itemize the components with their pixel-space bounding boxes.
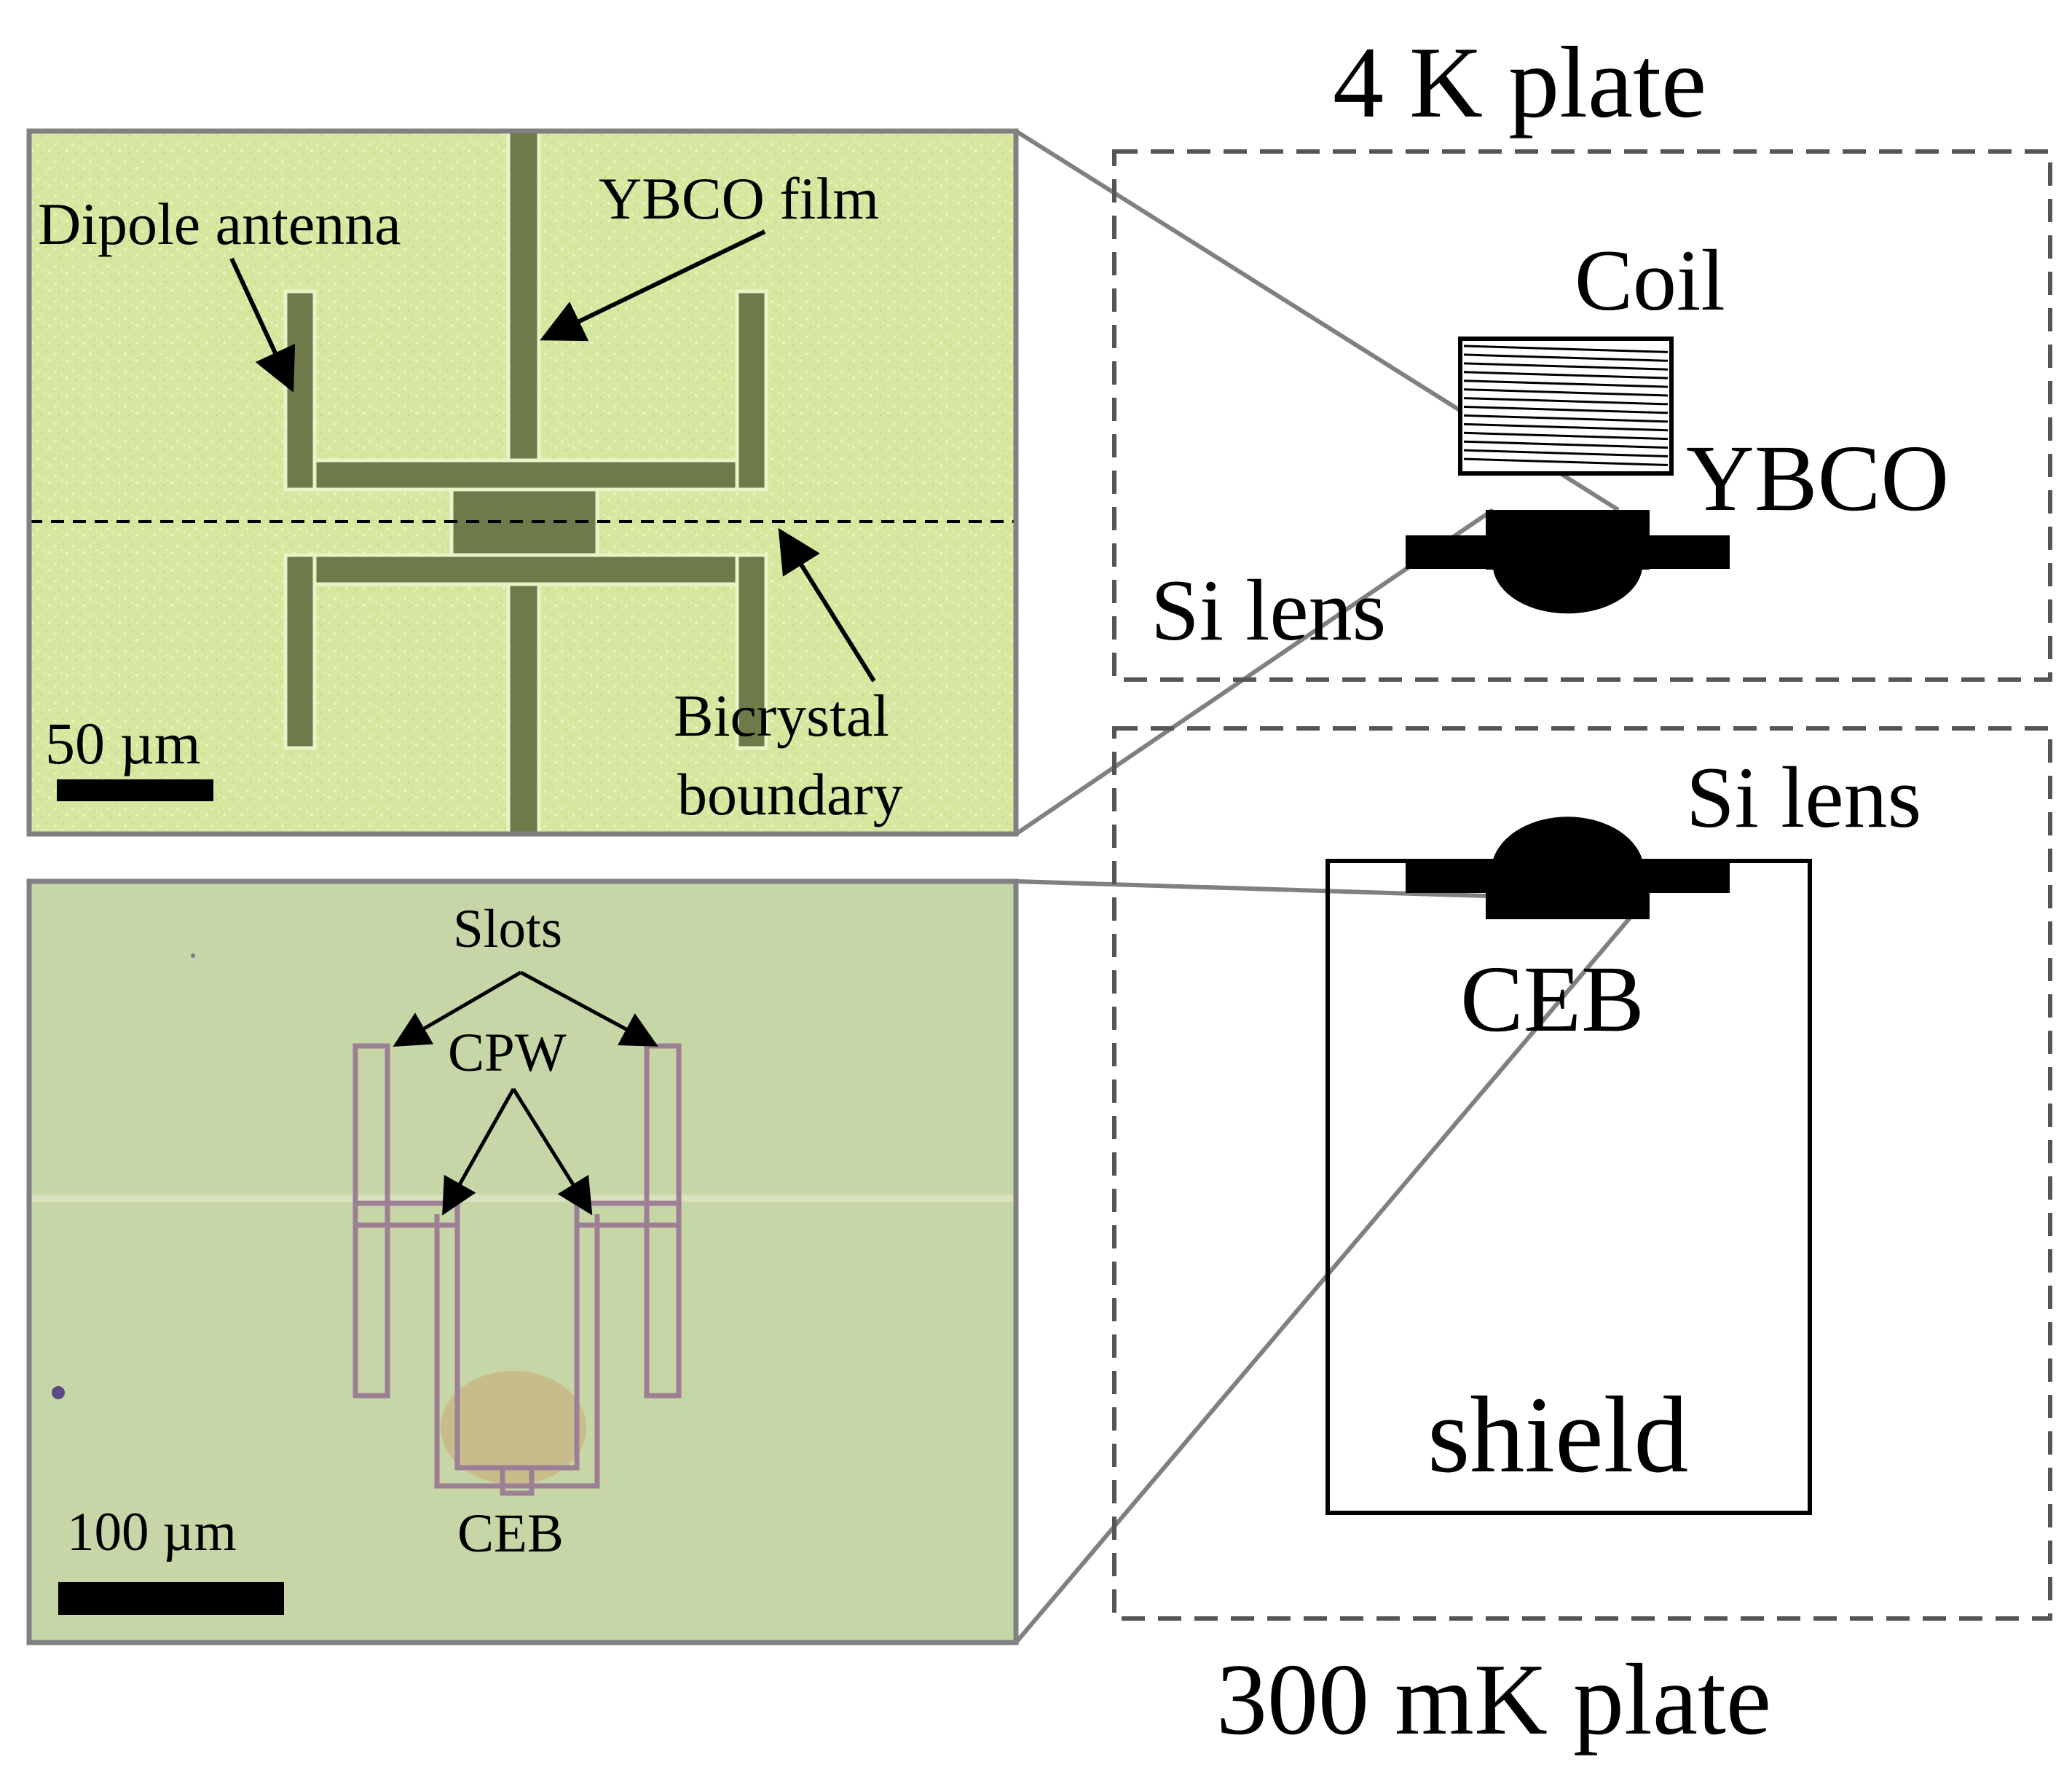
coil-winding — [1463, 379, 1669, 388]
coil-winding — [1463, 431, 1669, 441]
top-micrograph-frame — [26, 128, 1019, 837]
scale-bar-50um — [57, 779, 213, 801]
si-lens-bottom-shape — [1406, 817, 1730, 919]
coil-winding — [1463, 345, 1669, 353]
coil-winding — [1463, 353, 1669, 362]
cpw-arrow-left — [442, 1087, 516, 1216]
scale-bar-100um-label: 100 µm — [67, 1502, 237, 1562]
slots-arrow-right — [519, 970, 658, 1047]
slots-label: Slots — [453, 899, 562, 959]
cpw-arrow-right — [511, 1087, 593, 1216]
ceb-micrograph-label: CEB — [457, 1503, 564, 1564]
scale-bar-50um-label: 50 µm — [45, 710, 201, 776]
ybco-film-arrow — [540, 229, 766, 342]
coil-shape — [1458, 337, 1674, 476]
bottom-micrograph-background — [29, 881, 1016, 1643]
coil-winding — [1463, 362, 1669, 371]
cryostat-schematic: 4 K plate Coil YBCO Si lens 300 mK plate… — [1112, 26, 2052, 1756]
bottom-micrograph-frame — [26, 878, 1019, 1645]
ybco-label: YBCO — [1686, 426, 1949, 531]
plate-4k-label: 4 K plate — [1333, 26, 1706, 139]
si-lens-top-label: Si lens — [1151, 562, 1386, 658]
coil-winding — [1463, 422, 1669, 432]
dipole-antenna-label: Dipole antenna — [38, 191, 401, 257]
cpw-label: CPW — [448, 1023, 567, 1083]
shield-label: shield — [1427, 1374, 1688, 1495]
connector-bottom-upper — [1015, 879, 1486, 898]
slot-antenna-pattern — [352, 1043, 682, 1496]
coil-label: Coil — [1575, 232, 1725, 329]
ceb-diagram-label: CEB — [1460, 947, 1644, 1052]
slot-antenna-micrograph: Slots CPW CEB 100 µm — [26, 878, 1019, 1645]
ybco-film-label: YBCO film — [599, 165, 879, 232]
slots-arrow-left — [393, 970, 522, 1047]
dust-speck — [52, 1386, 65, 1399]
plate-300mk-label: 300 mK plate — [1216, 1643, 1771, 1756]
dust-speck-small — [191, 953, 195, 958]
coil-winding — [1463, 406, 1669, 414]
coil-winding — [1463, 388, 1669, 397]
dipole-antenna-micrograph: Dipole antenna YBCO film Bicrystal bound… — [26, 128, 1019, 837]
coil-winding — [1463, 449, 1669, 457]
ceb-stain — [441, 1371, 586, 1484]
coil-winding — [1463, 371, 1669, 379]
bicrystal-faint-line — [29, 1195, 1016, 1202]
plate-300mk-box — [1112, 726, 2052, 1621]
si-lens-bottom-label: Si lens — [1686, 749, 1921, 846]
plate-4k-box — [1112, 149, 2052, 682]
coil-winding — [1463, 440, 1669, 449]
scale-bar-100um — [58, 1582, 284, 1615]
coil-winding — [1463, 397, 1669, 406]
bicrystal-label-line2: boundary — [677, 761, 903, 827]
coil-winding — [1463, 414, 1669, 423]
bicrystal-label-line1: Bicrystal — [674, 683, 889, 749]
coil-winding — [1463, 457, 1669, 466]
si-lens-top-shape — [1406, 510, 1730, 614]
dipole-antenna-arrow — [229, 257, 296, 393]
bicrystal-arrow — [778, 527, 876, 683]
